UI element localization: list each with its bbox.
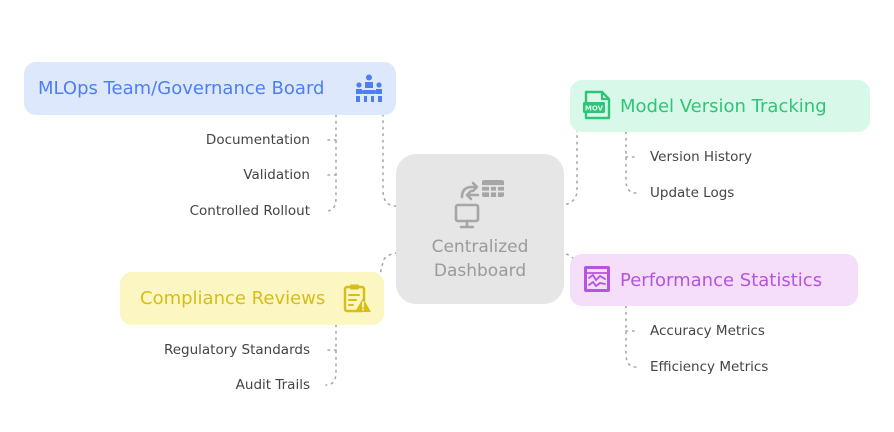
dashboard-sync-icon	[454, 180, 504, 229]
leaf-efficiency-metrics: Efficiency Metrics	[650, 359, 769, 375]
team-meeting-icon	[356, 74, 382, 102]
mov-file-icon: MOV	[583, 90, 611, 120]
leaf-audit-trails: Audit Trails	[235, 377, 310, 393]
compliance-reviews-node: Compliance Reviews	[120, 272, 384, 325]
connector-center-modelver	[553, 106, 585, 207]
leaf-validation: Validation	[243, 167, 310, 183]
leaf-controlled-rollout: Controlled Rollout	[189, 203, 310, 219]
leaf-regulatory-standards: Regulatory Standards	[163, 342, 310, 358]
connector-perf-leaves	[625, 305, 637, 368]
connector-mlops-leaves	[325, 114, 337, 212]
mlops-governance-title: MLOps Team/Governance Board	[38, 78, 325, 99]
leaf-documentation: Documentation	[205, 132, 310, 148]
connector-modelver-leaves	[625, 131, 637, 194]
leaf-accuracy-metrics: Accuracy Metrics	[650, 323, 765, 339]
performance-statistics-node: Performance Statistics	[570, 254, 858, 306]
model-version-tracking-title: Model Version Tracking	[620, 95, 827, 117]
leaf-version-history: Version History	[650, 149, 752, 165]
leaf-update-logs: Update Logs	[650, 185, 735, 201]
center-label-line1: Centralized	[431, 237, 529, 257]
center-node: Centralized Dashboard	[396, 154, 564, 304]
performance-chart-icon	[584, 266, 610, 292]
clipboard-warning-icon	[343, 284, 371, 313]
compliance-reviews-title: Compliance Reviews	[140, 288, 326, 309]
performance-statistics-title: Performance Statistics	[620, 269, 823, 291]
model-version-tracking-node: MOV Model Version Tracking	[570, 80, 870, 132]
svg-text:MOV: MOV	[585, 105, 604, 113]
center-label-line2: Dashboard	[433, 261, 527, 281]
mlops-governance-node: MLOps Team/Governance Board	[24, 62, 396, 115]
connector-compliance-leaves	[325, 324, 337, 386]
